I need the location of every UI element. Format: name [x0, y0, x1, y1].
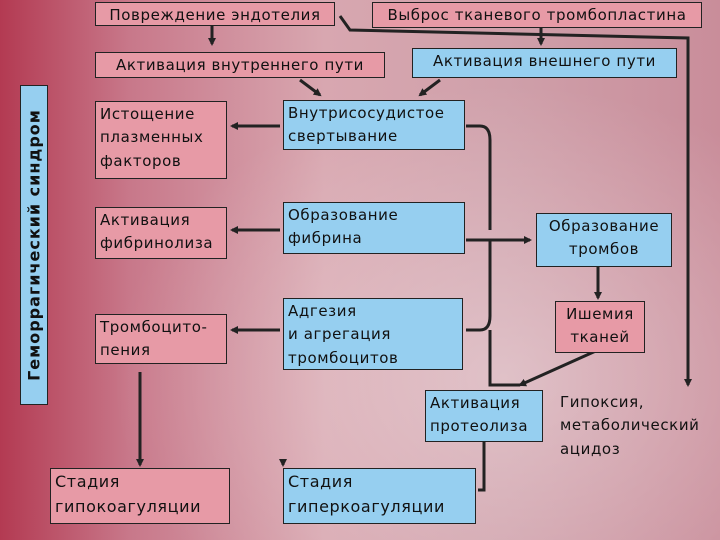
node-endothelium-damage: Повреждение эндотелия [95, 2, 335, 26]
node-proteolysis-activation: Активация протеолиза [425, 390, 543, 442]
node-plasma-factor-depletion: Истощение плазменных факторов [95, 101, 227, 179]
arrow-intrinsic-to-coagulation [299, 78, 322, 97]
node-intrinsic-activation: Активация внутреннего пути [95, 52, 385, 78]
side-label-hemorrhagic-syndrome: Геморрагический синдром [20, 85, 48, 405]
arrow-to-proteolysis [488, 330, 520, 387]
node-thrombus-formation: Образование тромбов [536, 213, 672, 267]
side-label-text: Геморрагический синдром [24, 109, 44, 381]
arrow-thromboplastin-to-hypoxia [338, 15, 692, 387]
arrow-ischemia-to-proteolysis [518, 348, 599, 387]
node-tissue-thromboplastin: Выброс тканевого тромбопластина [372, 2, 702, 28]
node-hypocoagulation-stage: Стадия гипокоагуляции [50, 468, 230, 524]
bracket-platelets-to-fibrin [466, 240, 492, 332]
bracket-coagulation-to-fibrin [466, 124, 492, 230]
arrow-proteolysis-to-hypercoagulation [478, 442, 486, 492]
node-thrombocytopenia: Тромбоцито- пения [95, 314, 227, 364]
node-hypoxia-acidosis: Гипоксия, метаболический ацидоз [560, 393, 700, 458]
node-tissue-ischemia: Ишемия тканей [555, 301, 645, 353]
node-fibrin-formation: Образование фибрина [283, 202, 465, 254]
node-extrinsic-activation: Активация внешнего пути [412, 48, 677, 78]
node-intravascular-coagulation: Внутрисосудистое свертывание [283, 100, 465, 150]
arrow-extrinsic-to-coagulation [418, 78, 441, 97]
node-hypercoagulation-stage: Стадия гиперкоагуляции [283, 468, 476, 524]
node-fibrinolysis-activation: Активация фибринолиза [95, 207, 227, 259]
node-platelet-adhesion: Адгезия и агрегация тромбоцитов [283, 298, 463, 370]
